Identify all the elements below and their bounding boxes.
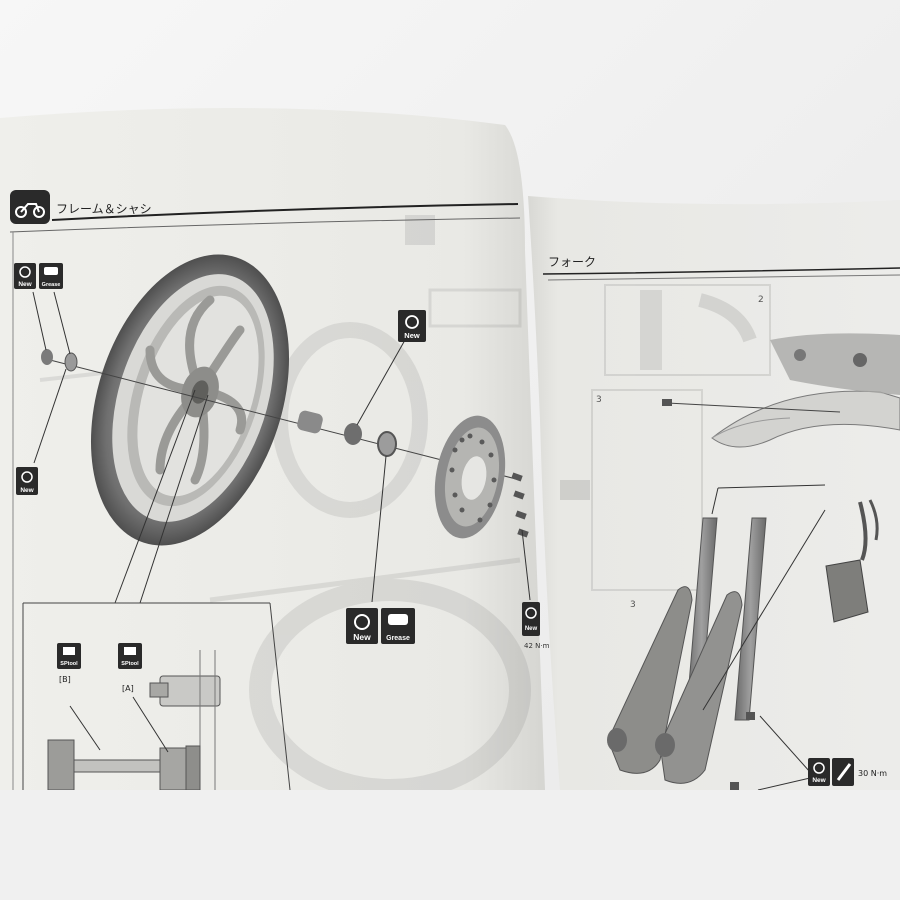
fork-bolt [730, 782, 739, 790]
grease-tube-icon [388, 614, 408, 625]
callout-2-lower: 3 [596, 395, 602, 405]
brake-caliper [825, 499, 879, 623]
grease-tube-icon [44, 267, 58, 275]
collar-left [64, 352, 78, 372]
grease-badge-top: Grease [39, 263, 63, 289]
disc-bolts [511, 472, 529, 538]
replace-badge-bearing: New [398, 310, 426, 342]
torque-badge-right [832, 758, 854, 786]
table-surface [0, 790, 900, 900]
special-tool-icon [63, 647, 75, 655]
header-rule-right [542, 267, 900, 275]
replace-arrows-icon [21, 471, 33, 483]
replace-badge-seal: New [346, 608, 378, 644]
replace-arrows-icon [405, 315, 419, 329]
oil-seal-left [41, 349, 53, 365]
detail-frame [22, 602, 291, 791]
torque-value-right: 30 N·m [858, 769, 887, 778]
header-rule [51, 203, 519, 221]
new-label: New [404, 331, 420, 340]
tool-label-a: [A] [122, 684, 134, 693]
handlebar-parts [770, 333, 900, 395]
sptool-badge-b: SPtool [57, 643, 81, 669]
new-label: New [525, 626, 538, 632]
fender-bolt [662, 399, 672, 406]
fender-bolt-line [666, 402, 841, 413]
grease-label: Grease [42, 282, 61, 288]
wrench-icon [836, 763, 852, 781]
motorcycle-icon [10, 190, 50, 224]
grease-label: Grease [386, 635, 410, 642]
replace-badge-top: New [14, 263, 36, 289]
fork-bolt [746, 712, 755, 720]
brake-disc [434, 415, 506, 539]
sptool-label: SPtool [121, 661, 139, 667]
frame-top-border [9, 217, 521, 233]
sptool-label: SPtool [60, 661, 78, 667]
replace-arrows-icon [813, 762, 825, 774]
leader-lines-right [702, 484, 826, 791]
fork-legs [607, 517, 767, 784]
new-label: New [353, 632, 371, 642]
replace-badge-right: New [808, 758, 830, 786]
special-tool-icon [124, 647, 136, 655]
leader-lines [32, 291, 531, 604]
motorcycle-icon-glyph [15, 203, 45, 218]
spacer [297, 410, 323, 434]
oil-seal-right [377, 431, 397, 457]
tool-label-b: [B] [59, 675, 71, 684]
replace-arrows-icon [525, 607, 537, 619]
new-label: New [18, 281, 32, 288]
grease-badge-seal: Grease [381, 608, 415, 644]
front-fender [711, 390, 900, 448]
callout-3: 3 [630, 600, 636, 610]
torque-value-left: 42 N·m [524, 642, 550, 650]
page-title: フレーム＆シャシ [56, 202, 152, 216]
front-wheel [90, 254, 290, 546]
callout-2: 2 [758, 295, 764, 305]
bearing [344, 423, 362, 445]
new-label: New [20, 487, 34, 494]
replace-badge-bolts: New [522, 602, 540, 636]
frame-top-border-right [547, 274, 900, 281]
replace-arrows-icon [19, 266, 31, 278]
bleed-through-right [560, 284, 771, 591]
sptool-badge-a: SPtool [118, 643, 142, 669]
replace-arrows-icon [354, 614, 370, 630]
new-label: New [812, 777, 826, 784]
replace-badge-left: New [16, 467, 38, 495]
page-title-right: フォーク [548, 255, 596, 269]
